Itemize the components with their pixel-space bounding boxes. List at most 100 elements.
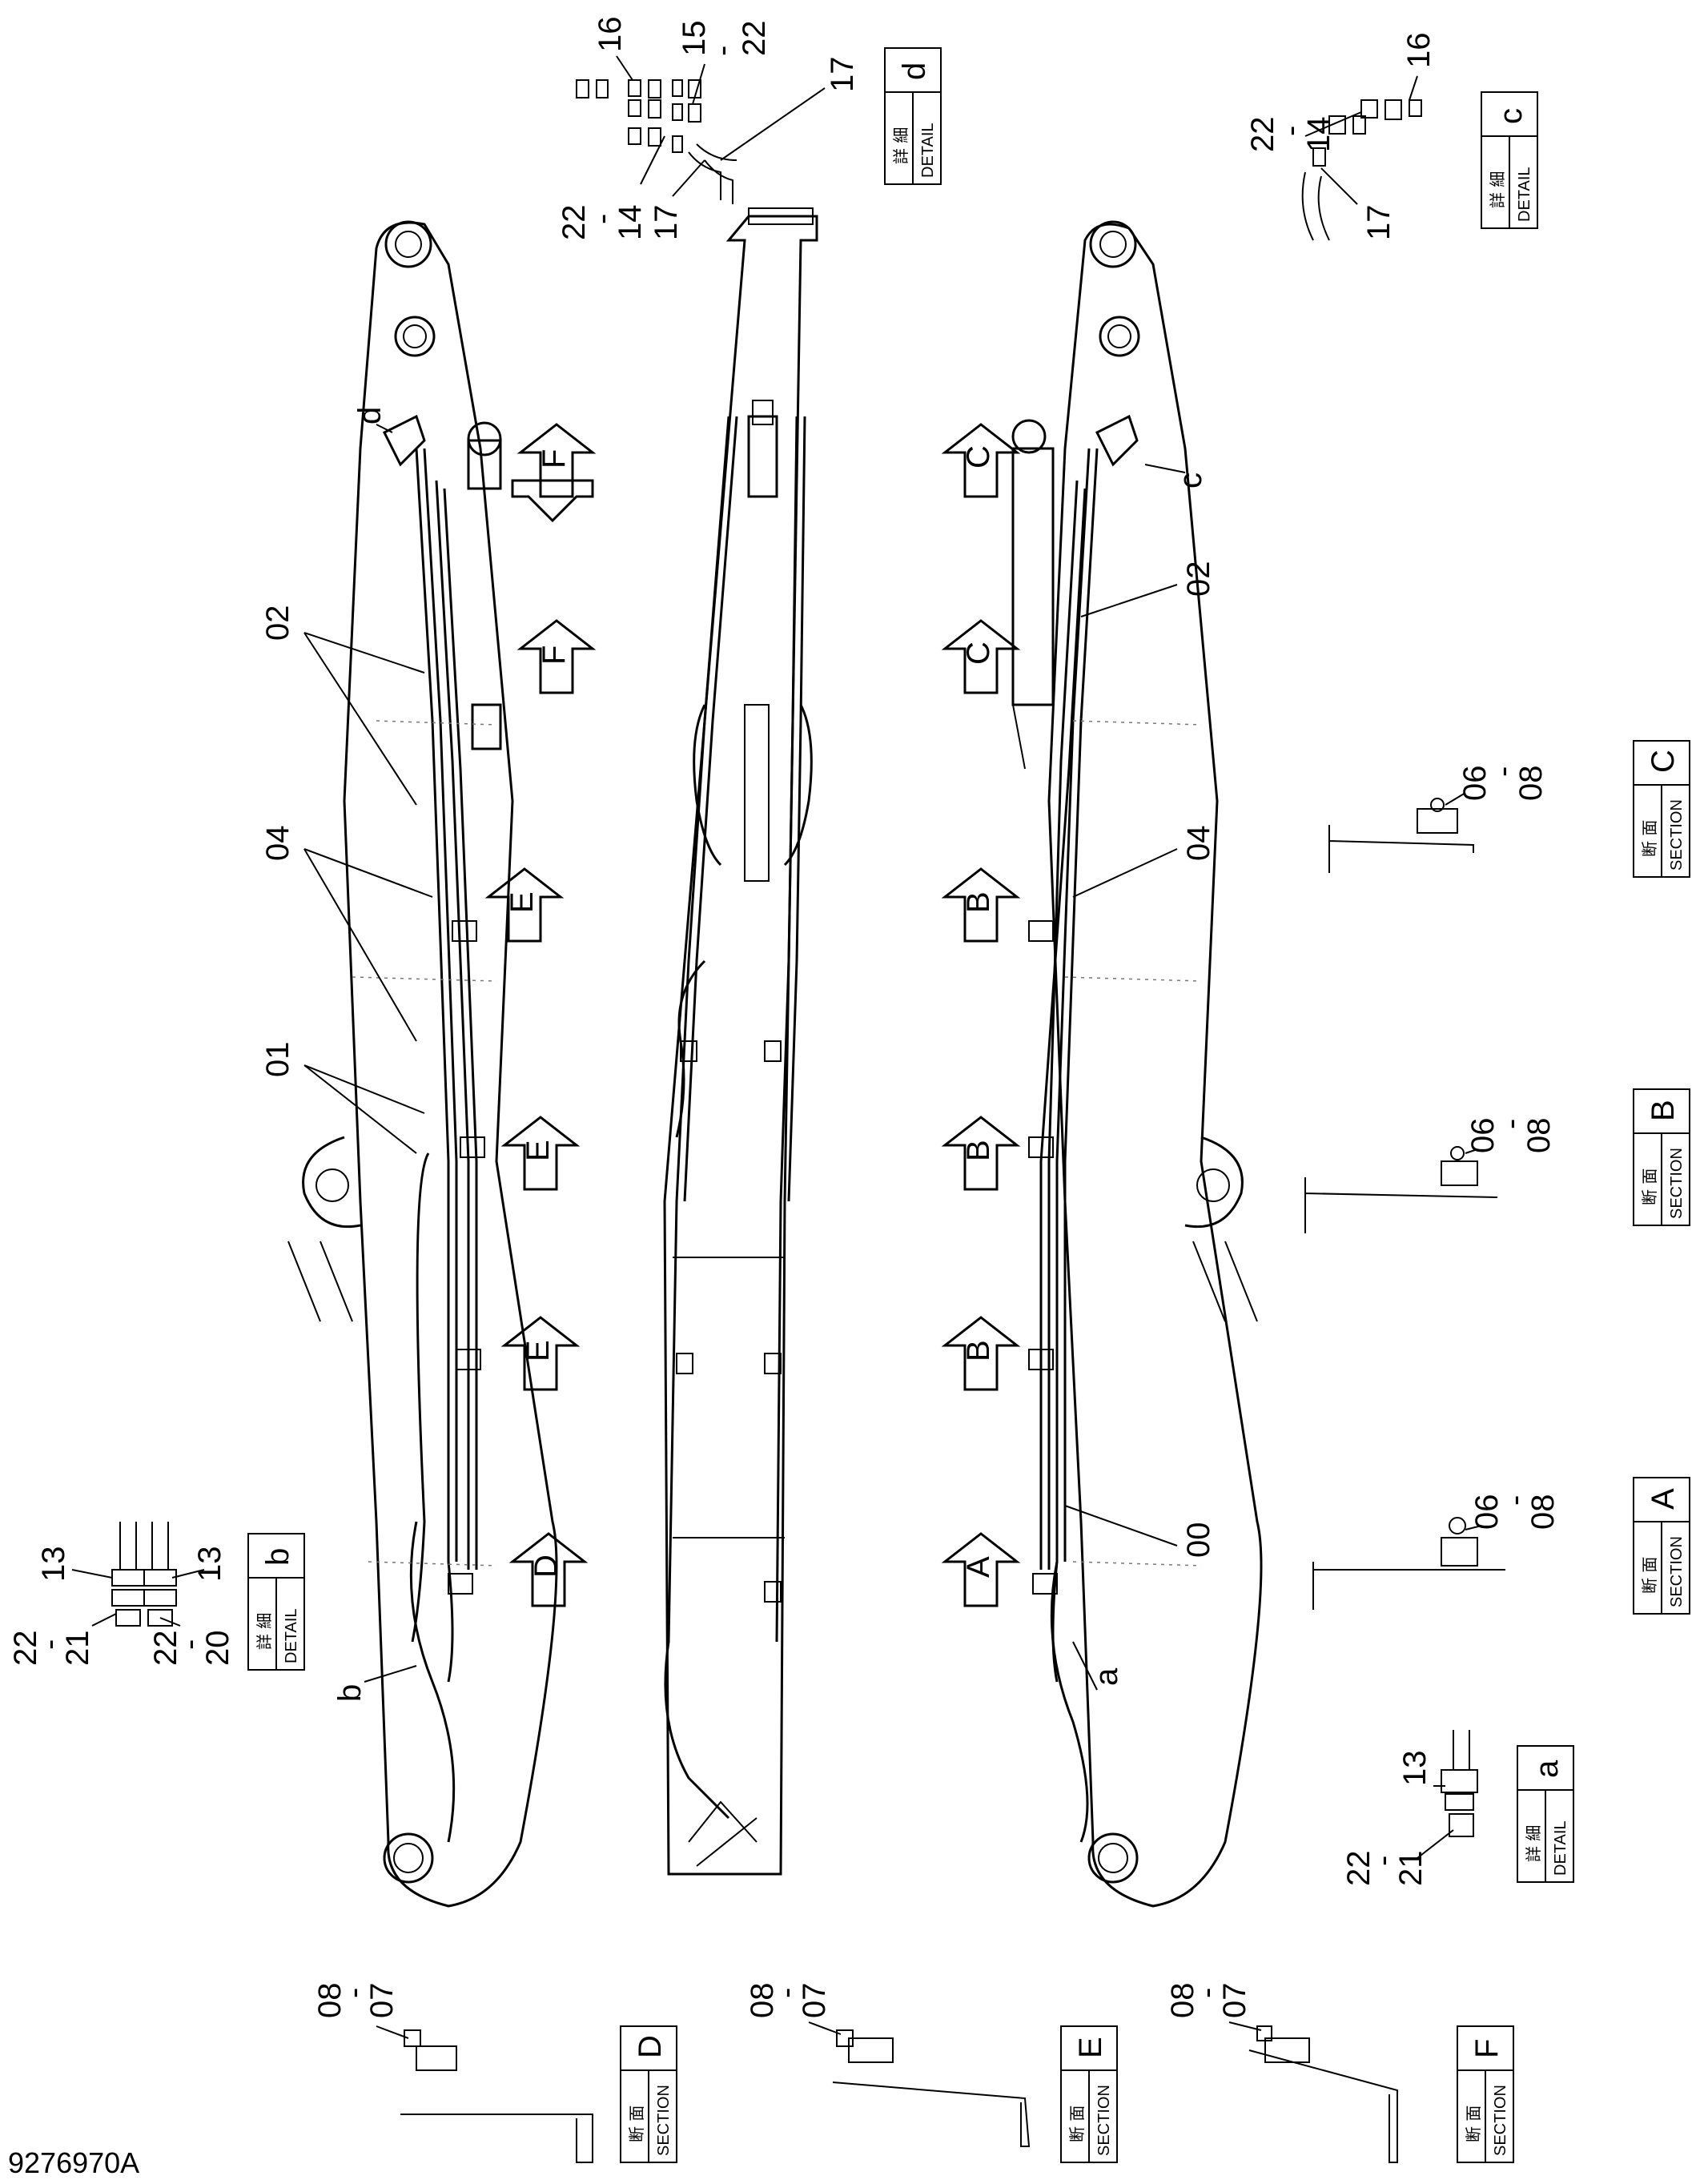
svg-text:E: E: [504, 891, 540, 913]
svg-text:08: 08: [1525, 1494, 1561, 1530]
svg-text:D: D: [633, 2035, 668, 2058]
svg-text:A: A: [1646, 1488, 1681, 1510]
arrow-B2: B: [941, 1116, 1021, 1191]
svg-text:13: 13: [192, 1546, 227, 1583]
svg-text:07: 07: [364, 1983, 400, 2019]
svg-text:E: E: [1073, 2037, 1108, 2058]
svg-text:07: 07: [1217, 1983, 1252, 2019]
svg-text:C: C: [961, 445, 996, 469]
svg-text:SECTION: SECTION: [1492, 2085, 1509, 2156]
svg-text:b: b: [260, 1548, 295, 1566]
svg-text:08: 08: [312, 1983, 348, 2019]
detail-d-drawing: 16 15 - 22 17 22 - 14 17: [557, 17, 860, 241]
arrow-E3: E: [500, 1316, 581, 1391]
svg-text:-: -: [769, 1988, 804, 1998]
svg-text:-: -: [1189, 1988, 1224, 1998]
detail-box-d: 詳 細 DETAIL d: [884, 47, 942, 185]
svg-text:B: B: [961, 1140, 996, 1161]
svg-text:C: C: [1646, 750, 1681, 773]
detail-a-drawing: 13 22 - 21: [1341, 1730, 1478, 1887]
arrow-E1: E: [484, 867, 565, 943]
svg-text:14: 14: [613, 205, 648, 241]
svg-text:断 面: 断 面: [627, 2106, 646, 2142]
svg-text:C: C: [961, 642, 996, 665]
drawing-number: 9276970A: [8, 2146, 140, 2179]
boom-view-left: [287, 220, 558, 1908]
section-box-D: 断 面 SECTION D: [620, 2025, 677, 2163]
detail-box-b: 詳 細 DETAIL b: [247, 1533, 305, 1671]
svg-text:詳 細: 詳 細: [255, 1613, 274, 1650]
svg-text:DETAIL: DETAIL: [1552, 1820, 1569, 1876]
svg-text:21: 21: [1393, 1851, 1429, 1887]
arrow-F1: F: [516, 423, 597, 498]
svg-text:-: -: [1497, 1495, 1533, 1506]
svg-text:-: -: [336, 1988, 372, 1998]
arrow-D: D: [508, 1532, 589, 1607]
section-box-A: 断 面 SECTION A: [1633, 1477, 1690, 1615]
detail-b-drawing: 13 13 22 - 21 22 - 20: [8, 1522, 235, 1666]
svg-text:-: -: [32, 1639, 67, 1650]
svg-text:断 面: 断 面: [1640, 1557, 1659, 1594]
svg-text:15: 15: [677, 21, 712, 57]
svg-text:06: 06: [1469, 1494, 1505, 1530]
leader-lines: [303, 424, 1186, 1691]
svg-text:22: 22: [8, 1631, 43, 1667]
detail-c-drawing: 16 22 - 14 17: [1245, 33, 1437, 241]
svg-text:SECTION: SECTION: [1668, 799, 1686, 871]
svg-text:SECTION: SECTION: [1668, 1148, 1686, 1219]
svg-text:14: 14: [1301, 117, 1336, 153]
svg-text:詳 細: 詳 細: [1524, 1825, 1543, 1862]
label-01: 01: [260, 1042, 295, 1078]
svg-text:17: 17: [825, 57, 860, 93]
svg-text:17: 17: [649, 205, 684, 241]
svg-text:断 面: 断 面: [1067, 2106, 1087, 2142]
section-box-E: 断 面 SECTION E: [1060, 2025, 1118, 2163]
svg-text:SECTION: SECTION: [1095, 2085, 1113, 2156]
svg-text:06: 06: [1465, 1118, 1501, 1154]
svg-text:断 面: 断 面: [1464, 2106, 1483, 2142]
svg-text:詳 細: 詳 細: [891, 127, 910, 164]
svg-text:E: E: [520, 1140, 556, 1161]
svg-text:B: B: [961, 891, 996, 913]
arrow-F2: F: [516, 619, 597, 694]
svg-text:17: 17: [1361, 205, 1397, 241]
boom-view-right: [1011, 220, 1263, 1908]
svg-text:F: F: [1469, 2039, 1505, 2058]
svg-text:16: 16: [593, 17, 628, 53]
svg-text:E: E: [520, 1340, 556, 1361]
label-letter-a: a: [1089, 1667, 1124, 1686]
svg-text:SECTION: SECTION: [655, 2085, 673, 2156]
arrow-letter: F: [537, 449, 572, 469]
svg-text:c: c: [1493, 108, 1529, 124]
svg-text:断 面: 断 面: [1640, 820, 1659, 857]
svg-text:DETAIL: DETAIL: [1516, 167, 1533, 222]
svg-text:DETAIL: DETAIL: [919, 123, 937, 178]
label-letter-c: c: [1173, 473, 1208, 489]
svg-text:16: 16: [1401, 33, 1437, 69]
arrow-B1: B: [941, 867, 1021, 943]
svg-text:DETAIL: DETAIL: [283, 1608, 300, 1663]
svg-text:07: 07: [797, 1983, 832, 2019]
svg-text:B: B: [1646, 1100, 1681, 1121]
svg-text:SECTION: SECTION: [1668, 1536, 1686, 1607]
svg-text:-: -: [585, 214, 620, 224]
section-box-F: 断 面 SECTION F: [1457, 2025, 1514, 2163]
label-04b: 04: [1181, 826, 1216, 862]
section-drawings: 06 - 08 06 - 08 06 - 08 08 - 07 08 - 07: [312, 766, 1561, 2163]
main-part-labels: 02 04 01 02 04 00 d c b a: [260, 407, 1216, 1702]
svg-text:22: 22: [1341, 1851, 1376, 1887]
svg-text:詳 細: 詳 細: [1488, 171, 1507, 208]
section-box-C: 断 面 SECTION C: [1633, 740, 1690, 878]
svg-text:22: 22: [148, 1631, 183, 1667]
svg-text:08: 08: [1521, 1118, 1557, 1154]
svg-text:a: a: [1529, 1760, 1565, 1778]
svg-text:F: F: [537, 646, 572, 665]
svg-text:-: -: [1273, 126, 1308, 136]
svg-text:21: 21: [60, 1631, 95, 1667]
svg-text:22: 22: [1245, 117, 1280, 153]
label-02b: 02: [1181, 561, 1216, 597]
label-00: 00: [1181, 1522, 1216, 1559]
arrow-E2: E: [500, 1116, 581, 1191]
svg-text:22: 22: [737, 21, 772, 57]
